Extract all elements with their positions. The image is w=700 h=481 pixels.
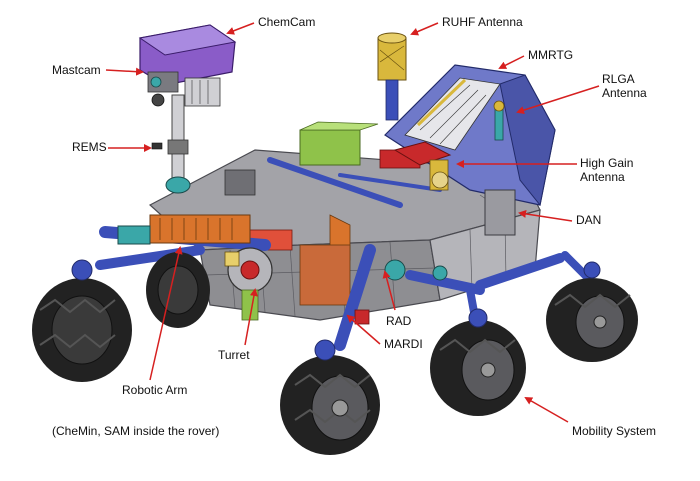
mmrtg-unit: [384, 64, 556, 207]
label-mastcam: Mastcam: [52, 63, 101, 77]
leader-turret: [244, 288, 258, 346]
rlga-antenna: [493, 100, 505, 141]
rocker-bogie: [95, 244, 594, 351]
label-robotic-arm: Robotic Arm: [122, 383, 188, 397]
leader-mastcam: [105, 67, 144, 76]
wheel-middle-left: [146, 252, 210, 328]
leader-robotic-arm: [149, 246, 183, 381]
leader-mmrtg: [498, 55, 525, 69]
label-high-gain-line1: High Gain: [580, 156, 634, 170]
ruhf-antenna: [377, 32, 407, 121]
deck-block: [224, 169, 256, 196]
wheel-rear-right: [546, 278, 638, 362]
label-rlga-line1: RLGA: [602, 72, 635, 86]
leader-rlga: [516, 85, 600, 114]
dan-instrument: [484, 189, 516, 236]
label-high-gain-antenna: High Gain Antenna: [580, 156, 633, 184]
label-rad: RAD: [386, 314, 412, 328]
label-ruhf-antenna: RUHF Antenna: [442, 15, 523, 29]
wheel-front-left: [32, 278, 132, 382]
leader-mardi: [346, 314, 381, 345]
deck-strut-2: [338, 173, 442, 192]
hub-details: [71, 259, 601, 361]
front-orange-block: [299, 244, 351, 306]
leader-dan: [518, 209, 573, 222]
label-mobility-system: Mobility System: [572, 424, 657, 438]
label-rlga-antenna: RLGA Antenna: [602, 72, 647, 100]
leader-chemcam: [226, 22, 255, 35]
deck-strut-1: [267, 157, 403, 208]
label-rlga-line2: Antenna: [602, 86, 647, 100]
label-turret: Turret: [218, 348, 250, 362]
footnote: (CheMin, SAM inside the rover): [52, 424, 220, 438]
high-gain-antenna: [393, 141, 452, 191]
label-high-gain-line2: Antenna: [580, 170, 625, 184]
wheel-middle-right: [430, 320, 526, 416]
wheels: [32, 252, 638, 455]
leader-ruhf: [410, 22, 439, 36]
leader-lines: [105, 22, 600, 423]
wheel-front-right: [280, 355, 380, 455]
remote-sensing-mast: [138, 24, 237, 194]
leader-mobility: [524, 397, 569, 423]
green-box: [299, 129, 361, 166]
leader-rad: [382, 270, 396, 311]
label-chemcam: ChemCam: [258, 15, 316, 29]
label-mardi: MARDI: [384, 337, 423, 351]
label-dan: DAN: [576, 213, 602, 227]
green-box-top: [299, 121, 379, 131]
label-rems: REMS: [72, 140, 107, 154]
label-mmrtg: MMRTG: [528, 48, 574, 62]
